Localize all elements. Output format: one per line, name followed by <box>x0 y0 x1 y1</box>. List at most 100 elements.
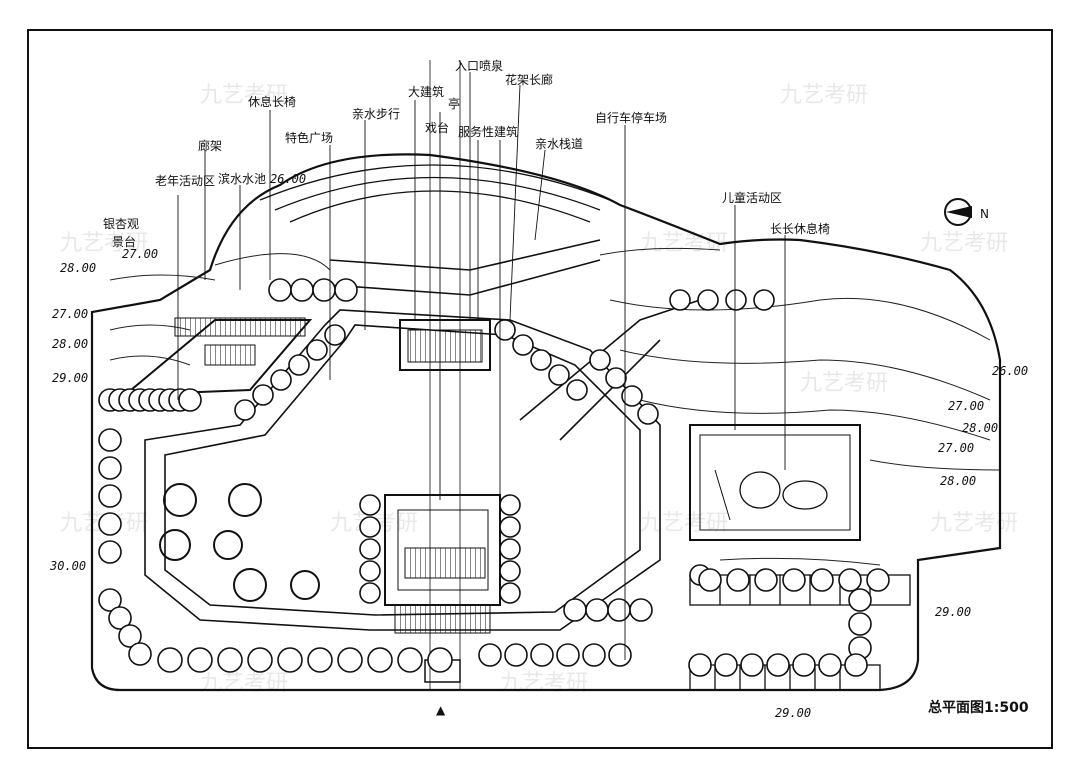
tree-canopy <box>306 339 328 361</box>
label-entrance-fountain: 入口喷泉 <box>455 59 503 73</box>
tree-canopies <box>98 278 890 677</box>
tree-canopy <box>324 324 346 346</box>
tree-canopy <box>187 647 213 673</box>
tree-canopy <box>307 647 333 673</box>
label-silver-viewing: 银杏观 <box>103 217 139 231</box>
tree-canopy <box>726 568 750 592</box>
elevation-label: 27.00 <box>122 247 158 261</box>
watermark: 九艺考研 <box>640 231 728 256</box>
watermark: 九艺考研 <box>640 511 728 536</box>
tree-canopy <box>697 289 719 311</box>
tree-canopy <box>499 516 521 538</box>
tree-canopy <box>499 538 521 560</box>
watermark: 九艺考研 <box>60 231 148 256</box>
site-boundary <box>90 153 1002 692</box>
tree-canopy <box>512 334 534 356</box>
specimen-tree <box>290 570 320 600</box>
tree-canopy <box>838 568 862 592</box>
annotation-labels: 入口喷泉 花架长廊 大建筑 亭 戏台 服务性建筑 亲水栈道 自行车停车场 亲水步… <box>103 59 830 249</box>
tree-canopy <box>359 560 381 582</box>
elevation-label: 27.00 <box>948 399 984 413</box>
tree-canopy <box>530 643 554 667</box>
watermark: 九艺考研 <box>200 83 288 108</box>
central-hall <box>404 547 486 579</box>
tree-canopy <box>270 369 292 391</box>
tree-canopy <box>740 653 764 677</box>
tree-canopy <box>367 647 393 673</box>
tree-canopy <box>754 568 778 592</box>
tree-canopy <box>337 647 363 673</box>
tree-canopy <box>629 598 653 622</box>
tree-canopy <box>669 289 691 311</box>
tree-canopy <box>848 588 872 612</box>
contour-lines <box>109 247 1001 566</box>
tree-canopy <box>499 494 521 516</box>
tree-canopy <box>499 582 521 604</box>
label-viewing-platform: 景台 <box>112 234 136 249</box>
page-frame <box>27 29 1053 749</box>
watermarks: 九艺考研 九艺考研 九艺考研 九艺考研 九艺考研 九艺考研 九艺考研 九艺考研 … <box>60 83 1018 696</box>
tree-canopy <box>589 349 611 371</box>
tree-canopy <box>478 643 502 667</box>
specimen-tree <box>159 529 191 561</box>
elevation-label: 28.00 <box>940 474 976 488</box>
tree-canopy <box>844 653 868 677</box>
tree-canopy <box>494 319 516 341</box>
tree-canopy <box>605 367 627 389</box>
specimen-tree <box>163 483 197 517</box>
central-axis <box>384 60 501 690</box>
specimen-tree <box>233 568 267 602</box>
tree-canopy <box>128 642 152 666</box>
entrance-marker: ▲ <box>436 703 446 717</box>
elevation-label: 26.00 <box>992 364 1028 378</box>
elevation-label: 30.00 <box>49 559 86 573</box>
label-bike-parking: 自行车停车场 <box>595 110 667 125</box>
watermark: 九艺考研 <box>780 83 868 108</box>
watermark: 九艺考研 <box>930 511 1018 536</box>
tree-canopy <box>782 568 806 592</box>
elevation-label: 27.00 <box>52 307 88 321</box>
tree-canopy <box>312 278 336 302</box>
label-theater: 戏台 <box>425 120 449 135</box>
label-corridor-frame: 廊架 <box>198 138 222 153</box>
elevation-label: 28.00 <box>60 261 96 275</box>
tree-canopy <box>359 582 381 604</box>
tree-canopy <box>98 456 122 480</box>
tree-canopy <box>698 568 722 592</box>
elevation-label: 29.00 <box>935 605 971 619</box>
tree-canopy <box>427 647 453 673</box>
label-large-building: 大建筑 <box>408 84 444 99</box>
leader-lines <box>177 72 786 660</box>
tree-canopy <box>247 647 273 673</box>
tree-canopy <box>290 278 314 302</box>
north-arrow: N <box>944 198 989 226</box>
label-sculpture: 亭 <box>448 96 460 111</box>
tree-canopy <box>118 624 142 648</box>
label-water-path: 亲水步行 <box>352 107 400 121</box>
kids-play-area <box>689 424 861 541</box>
tree-canopy <box>582 643 606 667</box>
tree-canopy <box>397 647 423 673</box>
tree-canopy <box>277 647 303 673</box>
waterfront-arc <box>259 164 611 223</box>
tree-canopy <box>818 653 842 677</box>
tree-canopy <box>359 538 381 560</box>
tree-canopy <box>98 588 122 612</box>
tree-canopy <box>792 653 816 677</box>
upper-pavilion <box>399 319 491 371</box>
tree-canopy <box>607 598 631 622</box>
label-water-pool: 滨水水池 <box>218 171 266 186</box>
watermark: 九艺考研 <box>800 371 888 396</box>
label-flower-frame: 花架长廊 <box>505 72 553 87</box>
label-waterfront-path: 亲水栈道 <box>535 136 583 151</box>
tree-canopy <box>621 385 643 407</box>
watermark: 九艺考研 <box>920 231 1008 256</box>
specimen-tree <box>228 483 262 517</box>
tree-canopy <box>157 647 183 673</box>
tree-canopy <box>866 568 890 592</box>
tree-canopy <box>766 653 790 677</box>
tree-canopy <box>810 568 834 592</box>
tree-canopy <box>714 653 738 677</box>
tree-canopy <box>848 612 872 636</box>
